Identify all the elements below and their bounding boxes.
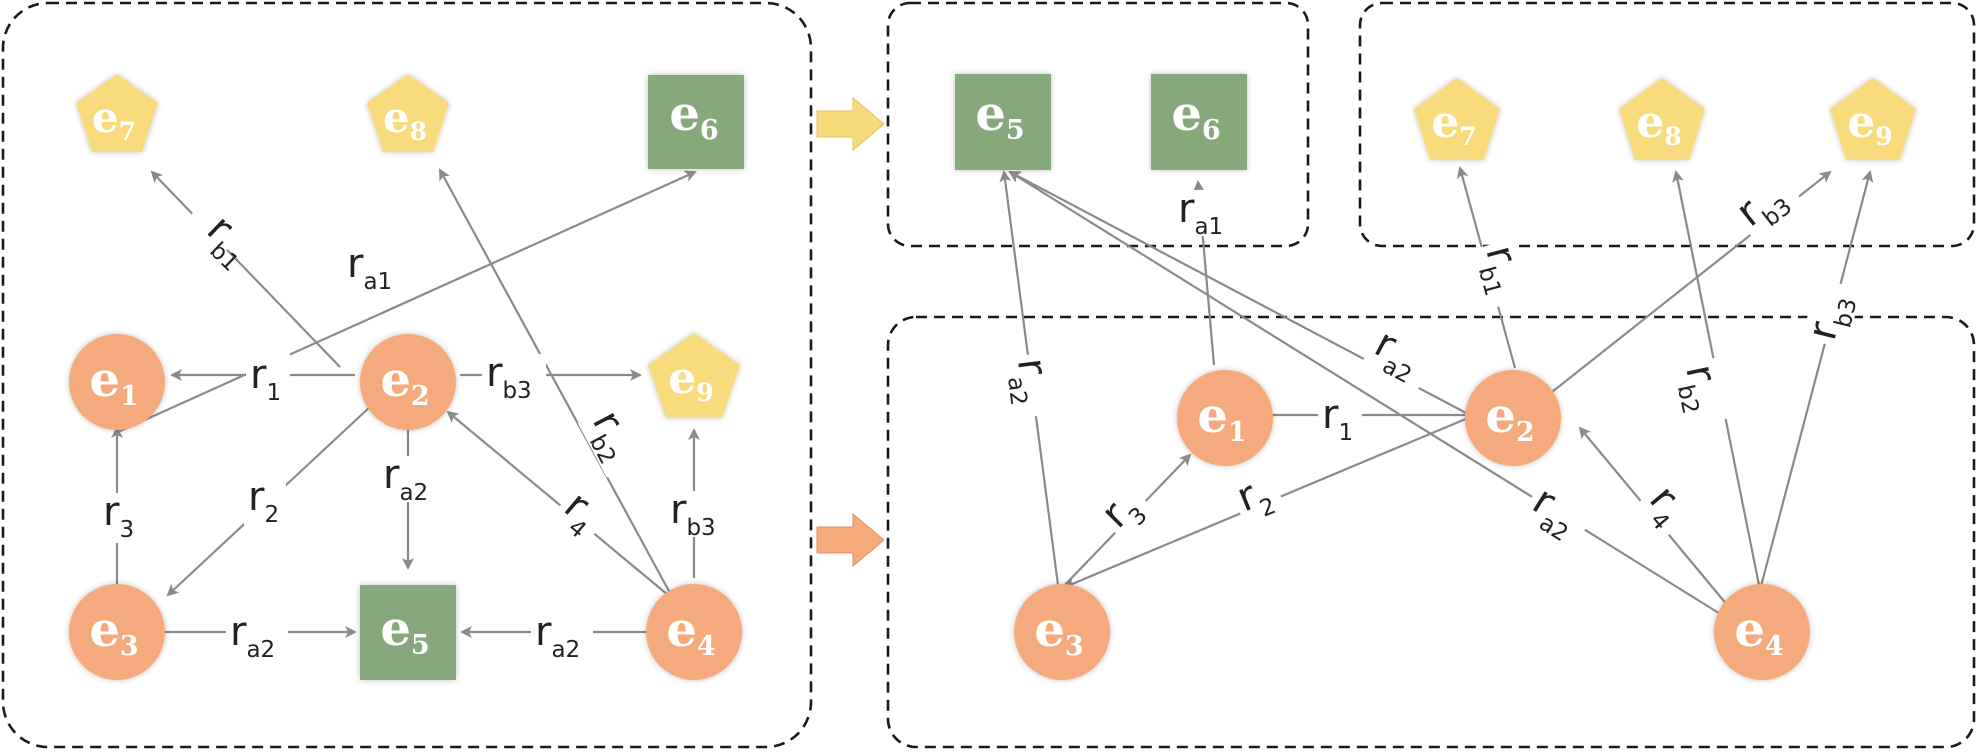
orange-flow-arrow bbox=[816, 512, 885, 568]
node-label-e5: e5 bbox=[380, 601, 429, 661]
svg-text:ra2: ra2 bbox=[535, 609, 580, 663]
entity-e8-pentagon bbox=[367, 74, 449, 152]
edge-line-L-rb1 bbox=[150, 170, 341, 368]
edge-line-L-ra1 bbox=[117, 170, 697, 434]
edge-label-L-ra2-e4: ra2 bbox=[531, 609, 593, 663]
edge-label-L-r1: r1 bbox=[246, 352, 290, 410]
svg-text:r1: r1 bbox=[1322, 392, 1353, 446]
entity-e9-pentagon bbox=[1830, 78, 1916, 160]
entity-e4-circle bbox=[1714, 584, 1810, 680]
edge-label-R-rb3-e2: rb3 bbox=[1727, 167, 1805, 242]
node-label-e6: e6 bbox=[1171, 86, 1220, 146]
edge-label-R-ra2-e2: ra2 bbox=[1361, 320, 1439, 392]
svg-text:rb3: rb3 bbox=[486, 350, 532, 404]
top-square-entities-panel bbox=[886, 1, 1310, 248]
node-label-e2: e2 bbox=[1485, 388, 1534, 448]
entity-e5-square bbox=[955, 74, 1051, 170]
svg-text:ra2: ra2 bbox=[230, 609, 275, 663]
edge-label-L-ra1: ra1 bbox=[343, 241, 403, 295]
edge-label-L-rb2: rb2 bbox=[577, 401, 648, 478]
edge-label-L-r3: r3 bbox=[99, 489, 141, 543]
edge-label-R-r3: r3 bbox=[1092, 479, 1160, 546]
node-label-e3: e3 bbox=[89, 602, 138, 662]
svg-text:r1: r1 bbox=[250, 352, 281, 406]
node-label-e3: e3 bbox=[1034, 602, 1083, 662]
edge-label-R-rb1: rb1 bbox=[1469, 237, 1533, 310]
node-label-e6: e6 bbox=[669, 86, 718, 146]
entity-e8-pentagon bbox=[1619, 78, 1705, 160]
node-label-e8: e8 bbox=[383, 93, 427, 146]
entity-e7-pentagon bbox=[1414, 78, 1500, 160]
edge-line-L-r4 bbox=[446, 410, 669, 596]
edge-label-R-ra1: ra1 bbox=[1174, 186, 1236, 240]
edge-label-R-r4: r4 bbox=[1631, 476, 1699, 543]
entity-e6-square bbox=[1151, 74, 1247, 170]
svg-text:rb3: rb3 bbox=[670, 487, 716, 541]
edge-line-L-rb2 bbox=[439, 168, 671, 594]
entity-e1-circle bbox=[69, 334, 165, 430]
entity-e7-pentagon bbox=[76, 74, 158, 152]
entity-e3-circle bbox=[69, 584, 165, 680]
node-label-e1: e1 bbox=[1197, 388, 1246, 448]
svg-text:ra1: ra1 bbox=[347, 241, 392, 295]
entity-e1-circle bbox=[1177, 370, 1273, 466]
edge-label-L-rb1: rb1 bbox=[178, 192, 249, 277]
edge-label-R-rb2: rb2 bbox=[1671, 357, 1730, 428]
entity-e4-circle bbox=[646, 584, 742, 680]
edge-label-L-r4: r4 bbox=[547, 482, 614, 550]
edge-label-L-ra2-e3: ra2 bbox=[226, 609, 288, 663]
entity-e6-square bbox=[648, 75, 744, 169]
edge-label-R-rb3-e4: rb3 bbox=[1799, 277, 1863, 350]
node-label-e4: e4 bbox=[666, 602, 715, 662]
edge-line-R-rb3-e4 bbox=[1758, 170, 1874, 591]
edge-label-L-r2: r2 bbox=[244, 474, 286, 528]
node-label-e9: e9 bbox=[1847, 97, 1892, 151]
entity-e9-pentagon bbox=[648, 333, 740, 418]
svg-text:ra2: ra2 bbox=[1000, 356, 1059, 407]
node-label-e2: e2 bbox=[380, 352, 429, 412]
node-label-e1: e1 bbox=[89, 352, 138, 412]
svg-text:ra2: ra2 bbox=[383, 452, 428, 506]
edge-label-R-ra2-e4: ra2 bbox=[1519, 477, 1597, 551]
edge-label-L-ra2-e2: ra2 bbox=[379, 452, 441, 506]
entity-e3-circle bbox=[1014, 584, 1110, 680]
edge-label-L-rb3-e2: rb3 bbox=[482, 350, 546, 404]
node-label-e5: e5 bbox=[975, 86, 1024, 146]
entity-e2-circle bbox=[1465, 370, 1561, 466]
yellow-flow-arrow bbox=[816, 96, 885, 152]
svg-text:ra1: ra1 bbox=[1178, 186, 1223, 240]
left-graph-panel bbox=[1, 1, 813, 749]
edge-label-R-ra2-e3: ra2 bbox=[1000, 352, 1059, 420]
node-label-e7: e7 bbox=[92, 93, 136, 146]
bottom-circle-entities-panel bbox=[886, 315, 1976, 749]
edge-label-R-r1: r1 bbox=[1318, 392, 1362, 450]
node-label-e9: e9 bbox=[668, 353, 713, 407]
entity-e5-square bbox=[360, 585, 456, 680]
svg-text:r2: r2 bbox=[248, 474, 279, 528]
node-label-e4: e4 bbox=[1734, 602, 1783, 662]
edge-line-R-ra2-e4 bbox=[1008, 170, 1739, 626]
top-pentagon-entities-panel bbox=[1358, 1, 1976, 248]
node-label-e8: e8 bbox=[1636, 97, 1681, 151]
edge-label-L-rb3-e4: rb3 bbox=[666, 487, 728, 541]
edge-label-R-r2: r2 bbox=[1228, 467, 1288, 531]
node-label-e7: e7 bbox=[1431, 97, 1476, 151]
svg-text:r3: r3 bbox=[103, 489, 134, 543]
entity-e2-circle bbox=[360, 334, 456, 430]
svg-text:rb1: rb1 bbox=[1469, 241, 1533, 299]
